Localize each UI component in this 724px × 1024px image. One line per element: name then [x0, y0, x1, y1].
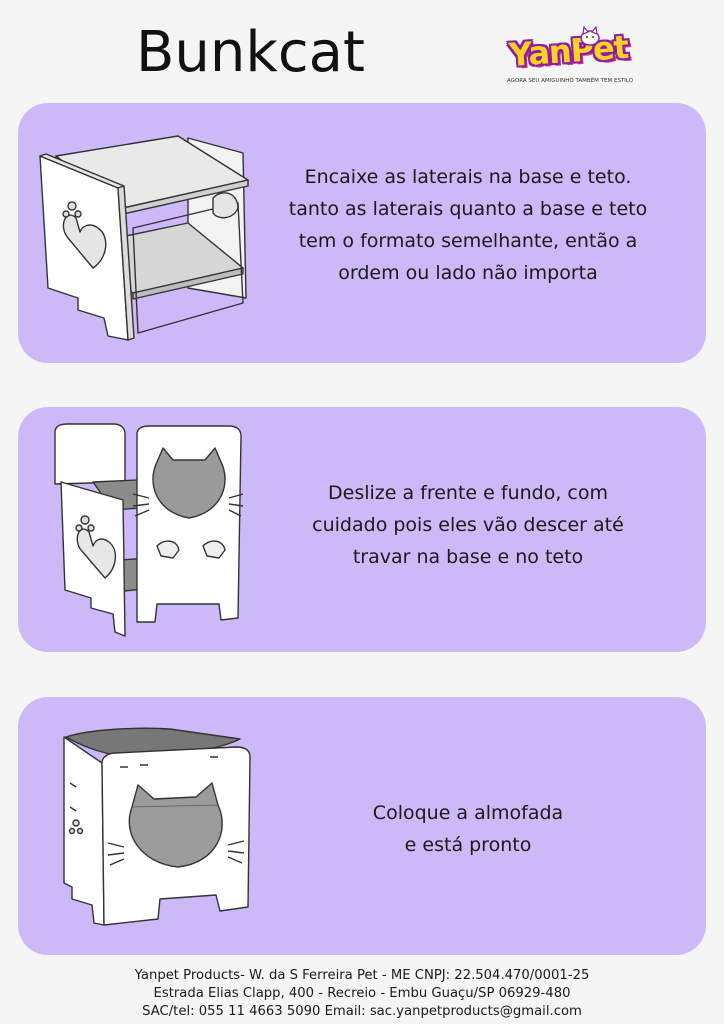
step-3-instructions: Coloque a almofada e está pronto	[258, 797, 678, 861]
assembly-step-1-illustration	[39, 135, 249, 341]
assembly-step-3-illustration	[63, 727, 251, 926]
cat-head-icon	[580, 26, 600, 46]
step-1-instructions: Encaixe as laterais na base e teto. tant…	[258, 161, 678, 289]
step-card-1: Encaixe as laterais na base e teto. tant…	[18, 103, 706, 363]
step-1-line: tanto as laterais quanto a base e teto	[288, 198, 648, 220]
page-title: Bunkcat	[136, 20, 365, 85]
step-1-line: ordem ou lado não importa	[338, 262, 598, 284]
company-footer: Yanpet Products- W. da S Ferreira Pet - …	[0, 967, 724, 1021]
step-2-instructions: Deslize a frente e fundo, com cuidado po…	[258, 477, 678, 573]
logo-tagline: AGORA SEU AMIGUINHO TAMBÉM TEM ESTILO	[507, 78, 634, 84]
footer-company-line: Yanpet Products- W. da S Ferreira Pet - …	[134, 968, 590, 983]
step-2-line: cuidado pois eles vão descer até	[312, 514, 624, 536]
step-2-line: Deslize a frente e fundo, com	[328, 482, 608, 504]
step-card-2: Deslize a frente e fundo, com cuidado po…	[18, 407, 706, 652]
footer-address-line: Estrada Elias Clapp, 400 - Recreio - Emb…	[153, 986, 571, 1001]
assembly-step-2-illustration	[54, 423, 243, 637]
step-3-line: Coloque a almofada	[372, 802, 564, 824]
step-3-line: e está pronto	[404, 834, 532, 856]
step-card-3: Coloque a almofada e está pronto	[18, 697, 706, 955]
step-1-line: Encaixe as laterais na base e teto.	[304, 166, 632, 188]
logo-wordmark: YanPet	[507, 27, 630, 75]
step-1-line: tem o formato semelhante, então a	[298, 230, 638, 252]
footer-contact-line: SAC/tel: 055 11 4663 5090 Email: sac.yan…	[142, 1004, 582, 1019]
brand-logo: YanPet AGORA SEU AMIGUINHO TAMBÉM TEM ES…	[503, 26, 643, 88]
step-2-line: travar na base e no teto	[352, 546, 584, 568]
